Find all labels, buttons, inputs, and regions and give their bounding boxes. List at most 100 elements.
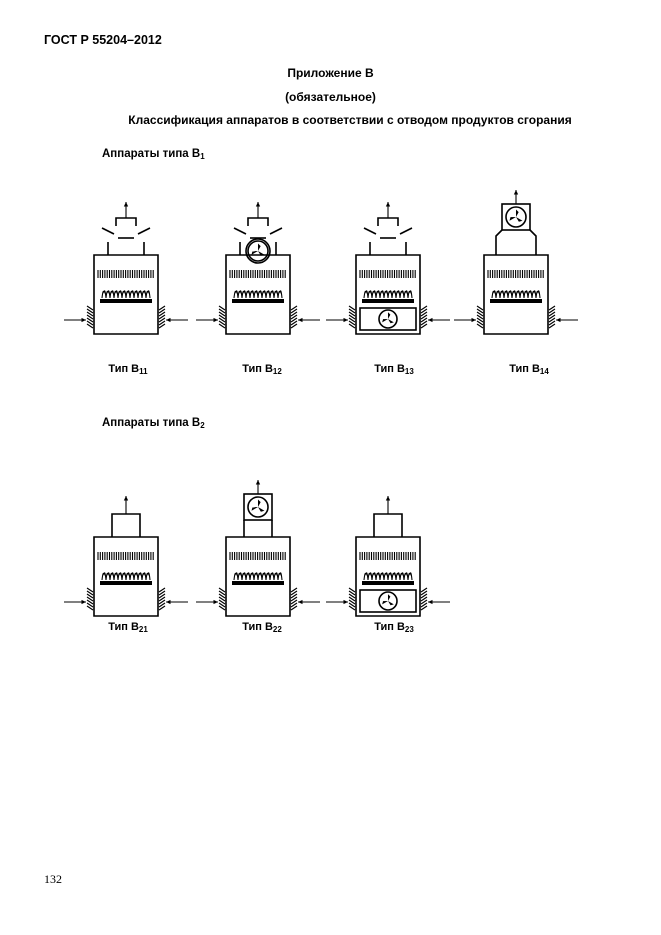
air-inlet-left-hatch [476, 314, 484, 320]
burner-flames [491, 290, 541, 299]
air-inlet-right-hatch [290, 311, 298, 317]
air-inlet-left-hatch [86, 602, 94, 608]
air-inlet-right-hatch [420, 590, 428, 596]
burner-flames [101, 572, 151, 581]
fan-icon-blade [258, 507, 265, 512]
air-inlet-left-hatch [218, 599, 226, 605]
air-inlet-left-hatch [348, 602, 356, 608]
air-inlet-left-hatch [348, 599, 356, 605]
air-inlet-left-hatch [348, 308, 356, 314]
doc-code: ГОСТ Р 55204–2012 [44, 33, 162, 47]
flue-neck [243, 520, 273, 537]
appliance-body [93, 536, 159, 617]
air-inlet-left-hatch [86, 587, 94, 593]
appliance-b12-diagram [196, 202, 320, 335]
fan-icon-blade [258, 499, 261, 507]
flue-arrow-head [123, 202, 129, 207]
air-inlet-left-hatch [86, 305, 94, 311]
air-in-arrow-left-head [343, 599, 348, 605]
type-b14-label: Тип B14 [509, 363, 549, 376]
burner-bar [232, 299, 284, 303]
air-inlet-left-hatch [348, 320, 356, 326]
air-inlet-left-hatch [218, 593, 226, 599]
diverter-hood [233, 227, 283, 235]
diverter-hood [363, 227, 413, 235]
fan-icon [378, 309, 398, 329]
fan-icon-blade [516, 209, 519, 217]
fan-housing [245, 238, 271, 264]
air-inlet-left-hatch [348, 314, 356, 320]
air-inlet-right-hatch [158, 596, 166, 602]
air-inlet-left-hatch [86, 314, 94, 320]
air-in-arrow-left-head [81, 317, 86, 323]
air-inlet-left-hatch [476, 323, 484, 329]
flue-arrow-head [385, 202, 391, 207]
air-inlet-left-hatch [348, 596, 356, 602]
air-inlet-right-hatch [290, 317, 298, 323]
draught-diverter [495, 229, 537, 255]
air-inlet-left-hatch [348, 587, 356, 593]
flue-neck [111, 513, 141, 537]
flue-pipe [247, 217, 269, 226]
flue-pipe [115, 217, 137, 226]
burner-bar [362, 299, 414, 303]
air-in-arrow-right-head [428, 317, 433, 323]
burner-bar [232, 581, 284, 585]
appliance-body [355, 536, 421, 617]
fan-icon-blade [388, 601, 394, 606]
air-inlet-left-hatch [218, 605, 226, 611]
air-inlet-right-hatch [158, 593, 166, 599]
air-inlet-right-hatch [158, 323, 166, 329]
air-in-arrow-left-head [343, 317, 348, 323]
air-inlet-right-hatch [158, 602, 166, 608]
air-inlet-right-hatch [290, 587, 298, 593]
air-inlet-right-hatch [420, 587, 428, 593]
air-inlet-right-hatch [158, 311, 166, 317]
appliance-body [225, 536, 291, 617]
type-b11-label: Тип B11 [108, 363, 148, 376]
air-inlet-right-hatch [290, 599, 298, 605]
fan-icon [378, 591, 398, 611]
fan-icon [505, 206, 527, 228]
air-inlet-left-hatch [218, 311, 226, 317]
air-inlet-right-hatch [420, 605, 428, 611]
fan-icon-blade [251, 507, 258, 511]
air-inlet-right-hatch [420, 593, 428, 599]
air-inlet-right-hatch [158, 317, 166, 323]
air-inlet-right-hatch [158, 587, 166, 593]
air-inlet-left-hatch [86, 590, 94, 596]
air-inlet-right-hatch [420, 308, 428, 314]
type-b13-label: Тип B13 [374, 363, 414, 376]
air-in-arrow-right-head [166, 599, 171, 605]
diverter-neck [239, 242, 277, 255]
type-b12-label: Тип B12 [242, 363, 282, 376]
appliance-b23-diagram [326, 496, 450, 617]
flue-arrow-head [255, 480, 261, 485]
air-inlet-right-hatch [290, 308, 298, 314]
type-b22-label: Тип B22 [242, 621, 282, 634]
air-inlet-left-hatch [218, 320, 226, 326]
air-inlet-left-hatch [218, 602, 226, 608]
air-inlet-left-hatch [218, 596, 226, 602]
air-inlet-right-hatch [548, 314, 556, 320]
air-inlet-left-hatch [218, 590, 226, 596]
air-inlet-right-hatch [290, 596, 298, 602]
air-inlet-left-hatch [348, 305, 356, 311]
appendix-heading: Классификация аппаратов в соответствии с… [128, 113, 572, 127]
air-inlet-right-hatch [290, 602, 298, 608]
fan-icon-blade [509, 217, 516, 221]
air-inlet-left-hatch [218, 587, 226, 593]
air-inlet-right-hatch [158, 590, 166, 596]
air-in-arrow-right-head [298, 599, 303, 605]
appliance-b11-diagram [64, 202, 188, 335]
air-inlet-left-hatch [476, 308, 484, 314]
air-in-arrow-left-head [81, 599, 86, 605]
air-inlet-right-hatch [290, 320, 298, 326]
air-inlet-left-hatch [86, 593, 94, 599]
air-inlet-left-hatch [86, 317, 94, 323]
air-inlet-right-hatch [420, 596, 428, 602]
air-in-arrow-right-head [428, 599, 433, 605]
burner-flames [101, 290, 151, 299]
type-b21-label: Тип B21 [108, 621, 148, 634]
fan-icon-blade [251, 251, 258, 255]
